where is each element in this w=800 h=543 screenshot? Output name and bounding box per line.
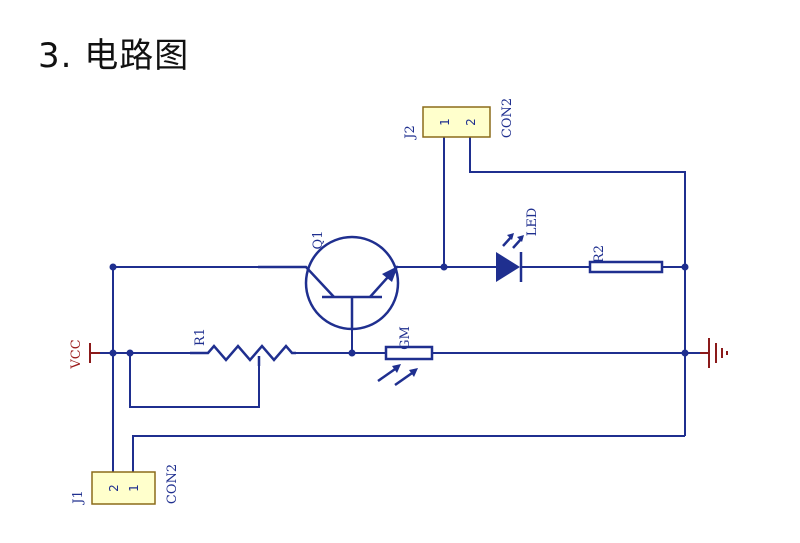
connector-j2-ref: J2 (403, 125, 418, 140)
page-title: 3. 电路图 (38, 36, 190, 76)
vcc-label: VCC (69, 339, 84, 369)
transistor-q1-collector (258, 265, 335, 298)
connector-j1-body (91, 471, 156, 505)
photoresistor-arrowhead-1 (392, 364, 401, 373)
photoresistor-gm-body (384, 345, 434, 361)
led-d1: LED (496, 208, 540, 282)
connector-j2-value: CON2 (500, 98, 515, 138)
transistor-q1: Q1 (258, 231, 400, 331)
resistor-r1-ref: R1 (193, 328, 208, 346)
connector-j1-pin2-label: 2 (107, 484, 121, 492)
junction-dot (109, 349, 117, 357)
transistor-q1-emitter-arrow (382, 266, 398, 282)
junction-dot (126, 349, 134, 357)
connector-j2-pin2-label: 2 (464, 118, 478, 126)
resistor-r2-ref: R2 (592, 245, 607, 263)
connector-j1-value: CON2 (165, 464, 180, 504)
connector-j2-body (422, 106, 491, 138)
photoresistor-gm-ref: GM (398, 326, 413, 350)
vcc-power-flag: VCC (69, 339, 100, 370)
led-triangle (496, 252, 520, 282)
connector-j1: 2 1 J1 CON2 (71, 464, 180, 506)
led-ray-arrowhead-1 (507, 233, 514, 240)
junction-dot (109, 263, 117, 271)
junction-dot (348, 349, 356, 357)
photoresistor-arrowhead-2 (409, 368, 418, 377)
connector-j2: 1 2 J2 CON2 (403, 98, 515, 141)
transistor-q1-ref: Q1 (311, 231, 326, 250)
resistor-r2-body (588, 260, 664, 274)
wire-r1-wiper-loop (129, 353, 260, 408)
connector-j1-pin1-label: 1 (127, 484, 141, 492)
junction-dot (681, 349, 689, 357)
wire-bottom-return (132, 435, 685, 472)
connector-j1-ref: J1 (71, 490, 86, 505)
led-ref: LED (525, 208, 540, 237)
junction-dot (440, 263, 448, 271)
led-ray-arrowhead-2 (517, 235, 524, 242)
resistor-r1-zigzag (190, 344, 296, 362)
resistor-r1: R1 (190, 328, 296, 366)
connector-j2-pin1-label: 1 (438, 118, 452, 126)
wires (92, 137, 707, 472)
wire-j2-pin2-to-right-bus (469, 137, 686, 268)
junction-dot (681, 263, 689, 271)
ground-icon (700, 338, 728, 368)
junction-dots (109, 263, 689, 357)
resistor-r2: R2 (588, 245, 664, 274)
photoresistor-gm: GM (377, 326, 434, 387)
